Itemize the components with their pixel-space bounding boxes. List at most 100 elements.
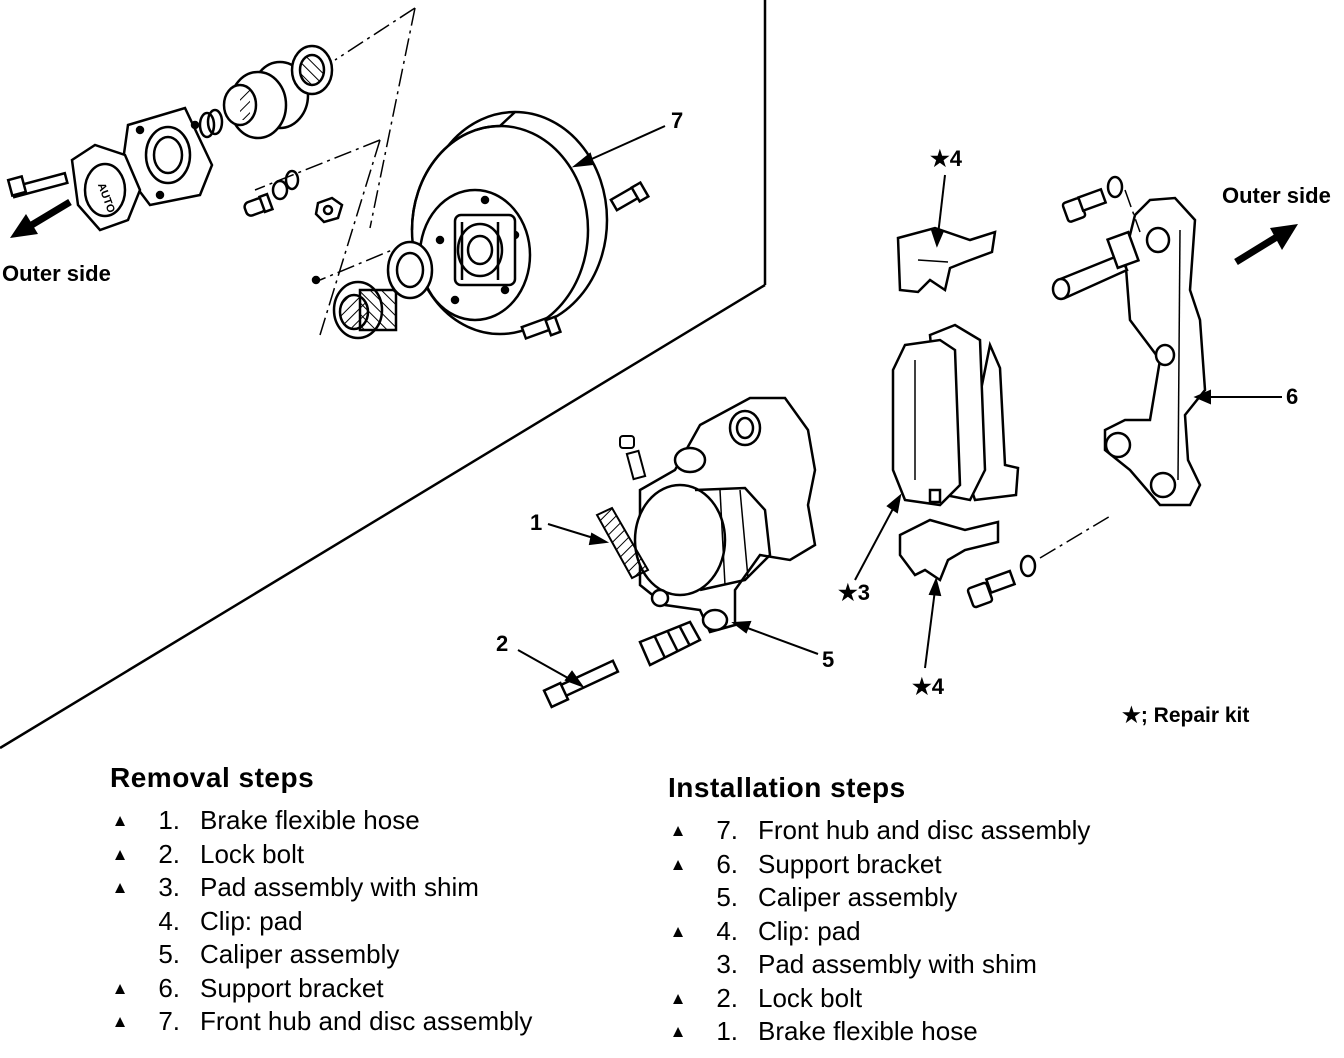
installation-steps-title: Installation steps — [668, 772, 906, 803]
list-item: 5. Caliper assembly — [668, 881, 957, 915]
step-number: 3. — [716, 949, 738, 979]
step-text: Support bracket — [200, 972, 384, 1003]
removal-steps-list: ▲ 1. Brake flexible hose ▲2.Lock bolt ▲ 3. P… — [110, 804, 533, 1039]
support-bracket — [1103, 196, 1207, 507]
callout-4-top: ★4 — [930, 146, 963, 171]
step-number: 1. — [716, 1016, 738, 1046]
pad-clip-bottom — [898, 518, 1000, 582]
list-item: ▲ 3. Pad assembly with shim — [110, 871, 479, 905]
installation-steps-list: ▲7.Front hub and disc assembly ▲ 6. Suppor… — [668, 814, 1091, 1049]
pin-small — [311, 275, 321, 285]
step-text: Front hub and disc assembly — [758, 815, 1091, 845]
caution-mark: ▲ — [669, 1022, 687, 1041]
callout-4-bottom: ★4 — [912, 674, 945, 699]
pad-assembly — [891, 323, 1020, 507]
list-item: ▲ 1. Brake flexible hose — [110, 804, 420, 838]
inner-bearing — [332, 280, 398, 340]
step-text: Pad assembly with shim — [200, 872, 479, 902]
step-number: 3. — [158, 872, 180, 902]
guide-pin — [1051, 230, 1141, 301]
step-number: 4. — [716, 915, 738, 946]
removal-steps-title: Removal steps — [110, 762, 315, 793]
step-number: 6. — [716, 848, 738, 879]
free-wheel-hub-cap: AUTO — [70, 143, 142, 232]
caution-mark: ▲ — [111, 1012, 129, 1031]
leader-7 — [571, 125, 666, 168]
list-item: ▲ 6. Support bracket — [668, 848, 942, 882]
bracket-axis — [1039, 189, 1141, 559]
hub-bolt-bottom — [520, 315, 563, 341]
pad-clip-top — [896, 226, 997, 294]
step-number: 5. — [716, 882, 738, 912]
callout-5: 5 — [822, 647, 834, 672]
list-item: 4.Clip: pad — [110, 905, 314, 939]
removal-steps: Removal steps ▲ 1. Brake flexible hose ▲2.… — [110, 762, 533, 1039]
outer-side-arrow-right — [1234, 224, 1298, 265]
caution-mark: ▲ — [669, 988, 687, 1008]
leader-6 — [1193, 389, 1282, 405]
hub — [453, 213, 517, 287]
step-text: Brake flexible hose — [200, 805, 420, 835]
snap-ring — [206, 108, 224, 136]
caution-mark: ▲ — [111, 878, 129, 897]
list-item: ▲4.Clip: pad — [668, 915, 906, 949]
free-wheel-hub-body — [120, 106, 214, 207]
step-number: 6. — [158, 972, 180, 1003]
list-item: ▲1.Brake flexible hose — [668, 1015, 978, 1049]
caution-mark: ▲ — [669, 821, 687, 840]
list-item: ▲7.Front hub and disc assembly — [668, 814, 1091, 848]
step-number: 5. — [158, 939, 180, 969]
callout-6: 6 — [1286, 384, 1298, 409]
callout-3: ★3 — [838, 580, 870, 605]
leader-1 — [547, 523, 610, 546]
oil-seal — [386, 240, 434, 300]
leader-4-top — [930, 174, 946, 248]
caution-mark: ▲ — [669, 921, 687, 941]
snap-ring — [198, 111, 216, 139]
brake-hose — [595, 506, 650, 580]
step-text: Lock bolt — [758, 982, 863, 1013]
list-item: ▲ 2. Lock bolt — [668, 982, 906, 1016]
bleeder-screw — [619, 435, 647, 481]
step-text: Pad assembly with shim — [758, 949, 1037, 979]
bracket-bolt-top — [1061, 175, 1124, 223]
hub-assembly-inset: AUTO — [6, 7, 651, 341]
lock-washer-small — [271, 169, 300, 201]
callout-7: 7 — [671, 108, 683, 133]
list-item: ▲ 7. Front hub and disc assembly — [110, 1005, 533, 1039]
step-number: 7. — [158, 1006, 180, 1036]
caution-mark: ▲ — [669, 854, 687, 874]
list-item: ▲2.Lock bolt — [110, 838, 314, 872]
inset-border — [0, 0, 767, 750]
step-text: Front hub and disc assembly — [200, 1006, 533, 1036]
axis-lines — [254, 7, 441, 336]
step-number: 2. — [716, 982, 738, 1013]
leader-3 — [854, 493, 902, 581]
hub-bolt-top — [609, 180, 651, 212]
caution-mark: ▲ — [111, 811, 129, 830]
bracket-bolt-bottom — [966, 554, 1037, 609]
leader-5 — [731, 620, 819, 655]
step-text: Support bracket — [758, 848, 942, 879]
step-text: Caliper assembly — [758, 882, 958, 912]
installation-steps: Installation steps ▲7.Front hub and disc… — [668, 772, 1091, 1049]
callout-2: 2 — [496, 631, 508, 656]
callout-1: 1 — [530, 510, 542, 535]
list-item: 3. Pad assembly with shim — [668, 948, 1037, 982]
list-item: 5.Caliper assembly — [110, 938, 399, 972]
step-text: Lock bolt — [200, 838, 305, 869]
repair-kit-note: ★; Repair kit — [1122, 704, 1249, 727]
step-number: 4. — [158, 905, 180, 936]
exploded-brake-diagram: AUTO — [0, 0, 1331, 750]
caution-mark: ▲ — [111, 978, 129, 998]
leader-2 — [517, 649, 585, 689]
cap-bolt — [6, 171, 69, 199]
outer-side-label-right: Outer side — [1222, 183, 1331, 208]
step-number: 1. — [158, 805, 180, 835]
nut-small — [314, 196, 344, 224]
leader-4-bottom — [924, 576, 942, 669]
caution-mark: ▲ — [111, 844, 129, 864]
outer-side-arrow-left — [10, 198, 72, 238]
list-item: ▲ 6. Support bracket — [110, 972, 384, 1006]
